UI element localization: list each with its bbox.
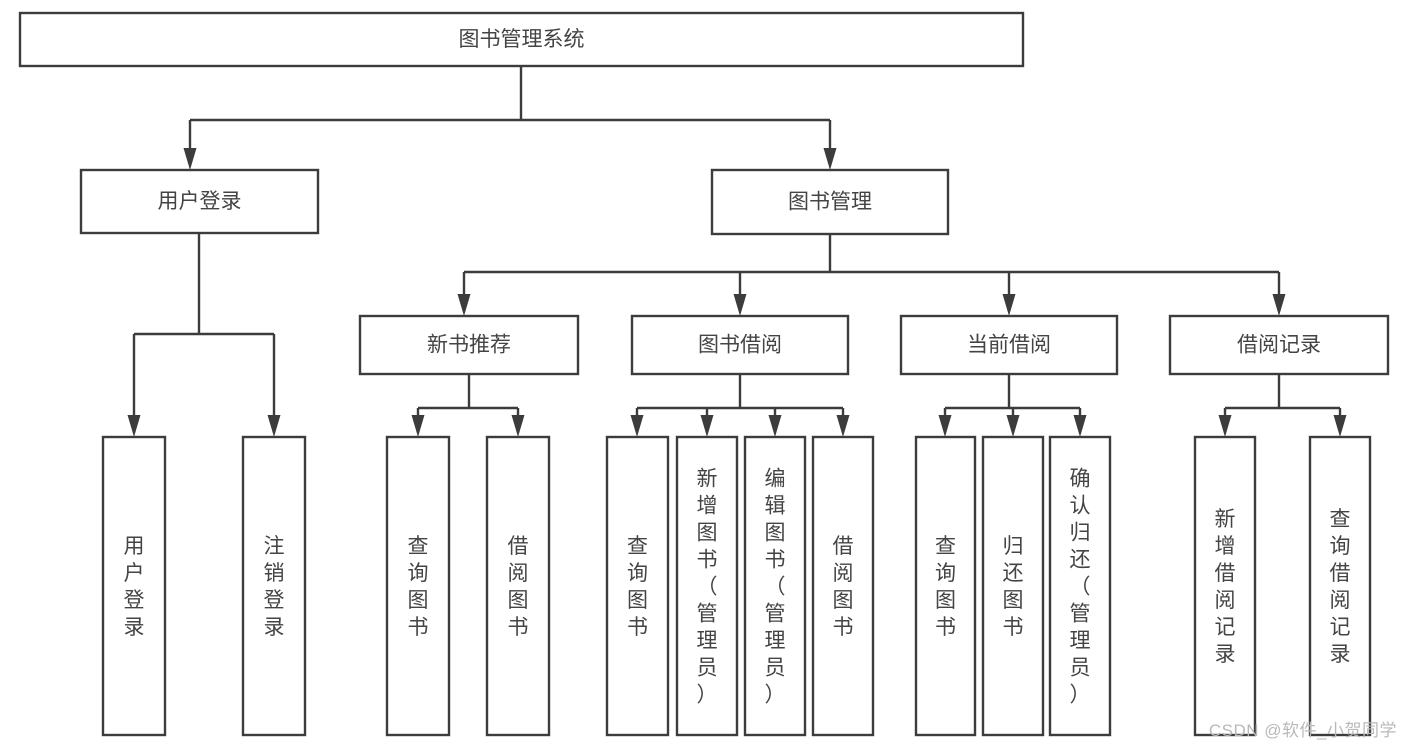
arrow-head-icon xyxy=(127,415,141,437)
arrow-head-icon xyxy=(183,148,197,170)
arrow-head-icon xyxy=(1272,294,1286,316)
node-box[interactable] xyxy=(79,168,320,235)
connector-layer xyxy=(127,66,1347,437)
node-label: 借阅图书 xyxy=(833,535,854,639)
connector-new-book-to-leaves xyxy=(411,374,525,437)
node-label: 注销登录 xyxy=(264,535,285,639)
arrow-head-icon xyxy=(938,415,952,437)
node-box[interactable] xyxy=(358,314,580,376)
connector-book-borrow-to-leaves xyxy=(630,374,850,437)
arrow-head-icon xyxy=(1218,415,1232,437)
node-box[interactable] xyxy=(981,435,1045,737)
node-box[interactable] xyxy=(18,11,1025,68)
arrow-head-icon xyxy=(630,415,644,437)
node-leaf-edit-book[interactable]: 编辑图书（管理员） xyxy=(743,435,807,737)
node-box[interactable] xyxy=(1193,435,1257,737)
arrow-head-icon xyxy=(1073,415,1087,437)
node-leaf-query-book-current[interactable]: 查询图书 xyxy=(914,435,977,737)
node-label: 用户登录 xyxy=(158,190,242,213)
node-label: 借阅记录 xyxy=(1237,334,1321,357)
node-leaf-confirm-return[interactable]: 确认归还（管理员） xyxy=(1048,435,1112,737)
node-leaf-query-borrow-record[interactable]: 查询借阅记录 xyxy=(1308,435,1372,737)
arrow-head-icon xyxy=(733,294,747,316)
node-label: 新书推荐 xyxy=(427,334,511,357)
node-current-borrow[interactable]: 当前借阅 xyxy=(899,314,1119,376)
connector-user-login-to-leaves xyxy=(127,233,281,437)
node-box[interactable] xyxy=(241,435,307,737)
node-box[interactable] xyxy=(914,435,977,737)
arrow-head-icon xyxy=(836,415,850,437)
node-label: 新增借阅记录 xyxy=(1215,508,1236,666)
node-box[interactable] xyxy=(630,314,850,376)
node-box[interactable] xyxy=(485,435,551,737)
node-label: 图书借阅 xyxy=(698,334,782,357)
arrow-head-icon xyxy=(1006,415,1020,437)
node-label: 图书管理系统 xyxy=(459,28,585,51)
node-label: 借阅图书 xyxy=(508,535,529,639)
node-box[interactable] xyxy=(710,168,950,236)
node-label: 当前借阅 xyxy=(967,334,1051,357)
node-label: 确认归还（管理员） xyxy=(1070,468,1091,707)
node-leaf-add-borrow-record[interactable]: 新增借阅记录 xyxy=(1193,435,1257,737)
node-label: 查询图书 xyxy=(935,535,956,639)
node-label: 图书管理 xyxy=(788,191,872,214)
node-box[interactable] xyxy=(811,435,875,737)
node-label: 查询借阅记录 xyxy=(1330,508,1351,666)
node-box[interactable] xyxy=(743,435,807,737)
arrow-head-icon xyxy=(267,415,281,437)
node-box[interactable] xyxy=(899,314,1119,376)
node-leaf-borrow-book-recommend[interactable]: 借阅图书 xyxy=(485,435,551,737)
node-leaf-user-logout[interactable]: 注销登录 xyxy=(241,435,307,737)
arrow-head-icon xyxy=(411,415,425,437)
node-leaf-return-book[interactable]: 归还图书 xyxy=(981,435,1045,737)
arrow-head-icon xyxy=(823,148,837,170)
node-box[interactable] xyxy=(1048,435,1112,737)
node-leaf-user-login[interactable]: 用户登录 xyxy=(101,435,167,737)
node-box[interactable] xyxy=(1168,314,1390,376)
connector-current-borrow-to-leaves xyxy=(938,374,1087,437)
node-layer: 图书管理系统用户登录图书管理新书推荐图书借阅当前借阅借阅记录用户登录注销登录查询… xyxy=(18,11,1390,737)
node-leaf-add-book[interactable]: 新增图书（管理员） xyxy=(675,435,739,737)
node-label: 编辑图书（管理员） xyxy=(765,468,786,707)
connector-book-manage-to-level3 xyxy=(457,234,1286,316)
node-box[interactable] xyxy=(385,435,451,737)
connector-borrow-record-to-leaves xyxy=(1218,374,1347,437)
node-new-book-recommend[interactable]: 新书推荐 xyxy=(358,314,580,376)
arrow-head-icon xyxy=(1002,294,1016,316)
node-book-borrow[interactable]: 图书借阅 xyxy=(630,314,850,376)
node-leaf-query-book-borrow[interactable]: 查询图书 xyxy=(605,435,670,737)
connector-root-to-level2 xyxy=(183,66,837,170)
node-box[interactable] xyxy=(605,435,670,737)
arrow-head-icon xyxy=(700,415,714,437)
node-label: 新增图书（管理员） xyxy=(697,468,718,707)
arrow-head-icon xyxy=(457,294,471,316)
arrow-head-icon xyxy=(768,415,782,437)
node-box[interactable] xyxy=(675,435,739,737)
node-box[interactable] xyxy=(101,435,167,737)
node-label: 查询图书 xyxy=(408,535,429,639)
arrow-head-icon xyxy=(1333,415,1347,437)
node-label: 用户登录 xyxy=(124,535,145,639)
node-user-login[interactable]: 用户登录 xyxy=(79,168,320,235)
node-book-manage[interactable]: 图书管理 xyxy=(710,168,950,236)
node-leaf-borrow-book[interactable]: 借阅图书 xyxy=(811,435,875,737)
node-borrow-record[interactable]: 借阅记录 xyxy=(1168,314,1390,376)
node-box[interactable] xyxy=(1308,435,1372,737)
node-root[interactable]: 图书管理系统 xyxy=(18,11,1025,68)
node-label: 查询图书 xyxy=(627,535,648,639)
node-label: 归还图书 xyxy=(1003,535,1024,639)
node-leaf-query-book-recommend[interactable]: 查询图书 xyxy=(385,435,451,737)
arrow-head-icon xyxy=(511,415,525,437)
